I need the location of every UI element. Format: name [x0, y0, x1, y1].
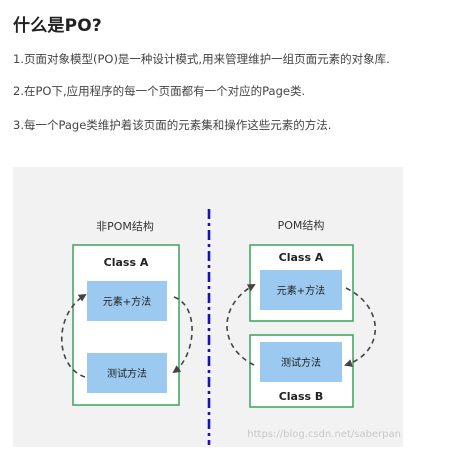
paragraph-3: 3.每一个Page类维护着该页面的元素集和操作这些元素的方法.	[13, 118, 332, 132]
right-class-b-label: Class B	[279, 390, 324, 403]
right-arrow-down	[344, 287, 377, 367]
non-pom-heading: 非POM结构	[96, 219, 154, 233]
right-class-a-label: Class A	[279, 251, 324, 264]
pom-heading: POM结构	[278, 218, 325, 232]
right-arrow-up	[226, 284, 256, 366]
right-elements-methods-box	[260, 270, 342, 310]
pom-diagram-svg: 非POM结构 Class A 元素+方法 测试方法 POM结构 Class A …	[60, 209, 401, 445]
right-test-methods-box	[260, 342, 342, 382]
watermark: https://blog.csdn.net/saberpan	[247, 429, 401, 440]
left-elements-methods-label: 元素+方法	[103, 295, 151, 308]
left-class-a-label: Class A	[104, 256, 149, 269]
paragraph-2: 2.在PO下,应用程序的每一个页面都有一个对应的Page类.	[13, 84, 306, 98]
left-test-methods-label: 测试方法	[107, 367, 147, 380]
page-title: 什么是PO?	[13, 16, 102, 36]
paragraph-1: 1.页面对象模型(PO)是一种设计模式,用来管理维护一组页面元素的对象库.	[13, 52, 390, 66]
right-elements-methods-label: 元素+方法	[277, 284, 325, 297]
left-arrow-up	[60, 293, 87, 378]
left-elements-methods-box	[87, 281, 167, 321]
right-test-methods-label: 测试方法	[281, 356, 321, 369]
left-test-methods-box	[87, 353, 167, 393]
pom-diagram: 非POM结构 Class A 元素+方法 测试方法 POM结构 Class A …	[13, 167, 403, 447]
